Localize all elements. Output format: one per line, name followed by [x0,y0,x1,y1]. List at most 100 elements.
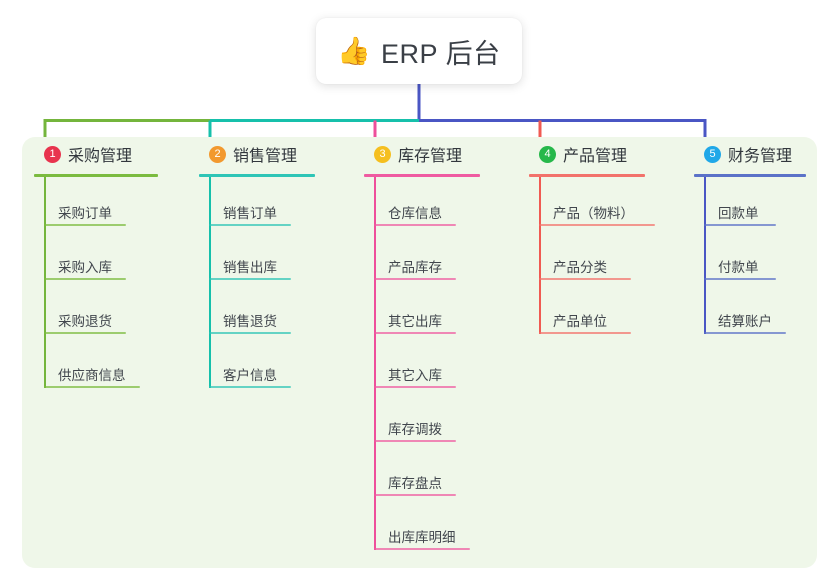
leaf-item-label: 销售退货 [223,314,277,329]
leaf-item-label: 其它出库 [388,314,442,329]
leaf-item-underline [209,224,291,226]
column-title-2: 销售管理 [233,148,298,165]
column-title-3: 库存管理 [398,148,463,165]
leaf-item-underline [374,548,470,550]
column-header-1[interactable]: 1 采购管理 [34,141,174,167]
leaf-item[interactable]: 采购入库 [34,231,174,285]
column-items-5: 回款单付款单结算账户 [694,177,824,339]
leaf-item-label: 库存调拨 [388,422,442,437]
root-title-card[interactable]: 👍 ERP 后台 [316,18,522,84]
thumbs-up-icon: 👍 [337,35,372,66]
leaf-item[interactable]: 其它出库 [364,285,504,339]
leaf-item[interactable]: 产品分类 [529,231,679,285]
leaf-item-label: 库存盘点 [388,476,442,491]
leaf-item-underline [704,278,776,280]
leaf-item-underline [209,278,291,280]
column-2: 2 销售管理销售订单销售出库销售退货客户信息 [199,141,339,393]
leaf-item-label: 供应商信息 [58,368,126,383]
leaf-item-label: 产品单位 [553,314,607,329]
column-underline-5 [694,174,806,177]
leaf-item-underline [374,494,456,496]
leaf-item-underline [539,278,631,280]
leaf-item-underline [44,278,126,280]
column-spine-3 [374,177,376,550]
column-underline-4 [529,174,645,177]
leaf-item-label: 采购退货 [58,314,112,329]
leaf-item-label: 销售出库 [223,260,277,275]
column-title-5: 财务管理 [728,148,793,165]
leaf-item-label: 付款单 [718,260,759,275]
leaf-item[interactable]: 产品（物料） [529,177,679,231]
leaf-item[interactable]: 库存调拨 [364,393,504,447]
column-badge-5: 5 [704,145,721,163]
leaf-item[interactable]: 销售出库 [199,231,339,285]
leaf-item-label: 其它入库 [388,368,442,383]
column-underline-3 [364,174,480,177]
leaf-item[interactable]: 供应商信息 [34,339,174,393]
column-header-2[interactable]: 2 销售管理 [199,141,339,167]
leaf-item[interactable]: 销售退货 [199,285,339,339]
column-5: 5 财务管理回款单付款单结算账户 [694,141,824,339]
leaf-item-underline [374,440,456,442]
leaf-item-label: 采购入库 [58,260,112,275]
leaf-item-label: 仓库信息 [388,206,442,221]
column-underline-1 [34,174,158,177]
column-title-1: 采购管理 [68,148,133,165]
leaf-item[interactable]: 其它入库 [364,339,504,393]
page-title: ERP 后台 [381,38,501,69]
leaf-item[interactable]: 客户信息 [199,339,339,393]
leaf-item-underline [374,332,456,334]
leaf-item-underline [209,332,291,334]
leaf-item[interactable]: 回款单 [694,177,824,231]
column-items-2: 销售订单销售出库销售退货客户信息 [199,177,339,393]
leaf-item-underline [374,224,456,226]
leaf-item[interactable]: 采购退货 [34,285,174,339]
leaf-item-underline [539,224,655,226]
leaf-item[interactable]: 产品单位 [529,285,679,339]
leaf-item[interactable]: 仓库信息 [364,177,504,231]
column-spine-2 [209,177,211,388]
leaf-item-label: 回款单 [718,206,759,221]
column-badge-3: 3 [374,145,391,163]
leaf-item-underline [44,386,140,388]
leaf-item-underline [374,386,456,388]
leaf-item-underline [374,278,456,280]
column-header-5[interactable]: 5 财务管理 [694,141,824,167]
column-underline-2 [199,174,315,177]
leaf-item-underline [539,332,631,334]
leaf-item-label: 销售订单 [223,206,277,221]
leaf-item[interactable]: 采购订单 [34,177,174,231]
diagram-panel [22,137,817,568]
column-3: 3 库存管理仓库信息产品库存其它出库其它入库库存调拨库存盘点出库库明细 [364,141,504,555]
column-badge-1: 1 [44,145,61,163]
column-title-4: 产品管理 [563,148,628,165]
leaf-item-underline [209,386,291,388]
column-badge-2: 2 [209,145,226,163]
leaf-item-underline [704,224,776,226]
leaf-item[interactable]: 销售订单 [199,177,339,231]
leaf-item[interactable]: 产品库存 [364,231,504,285]
leaf-item-label: 产品库存 [388,260,442,275]
leaf-item-underline [44,332,126,334]
leaf-item[interactable]: 付款单 [694,231,824,285]
leaf-item[interactable]: 出库库明细 [364,501,504,555]
column-header-3[interactable]: 3 库存管理 [364,141,504,167]
leaf-item[interactable]: 库存盘点 [364,447,504,501]
leaf-item-label: 采购订单 [58,206,112,221]
leaf-item-underline [704,332,786,334]
column-items-3: 仓库信息产品库存其它出库其它入库库存调拨库存盘点出库库明细 [364,177,504,555]
leaf-item[interactable]: 结算账户 [694,285,824,339]
column-items-4: 产品（物料） 产品分类产品单位 [529,177,679,339]
leaf-item-label: 产品（物料） [553,206,634,221]
leaf-item-label: 产品分类 [553,260,607,275]
column-1: 1 采购管理采购订单采购入库采购退货供应商信息 [34,141,174,393]
leaf-item-label: 结算账户 [718,314,772,329]
column-items-1: 采购订单采购入库采购退货供应商信息 [34,177,174,393]
leaf-item-underline [44,224,126,226]
column-spine-4 [539,177,541,334]
column-spine-5 [704,177,706,334]
